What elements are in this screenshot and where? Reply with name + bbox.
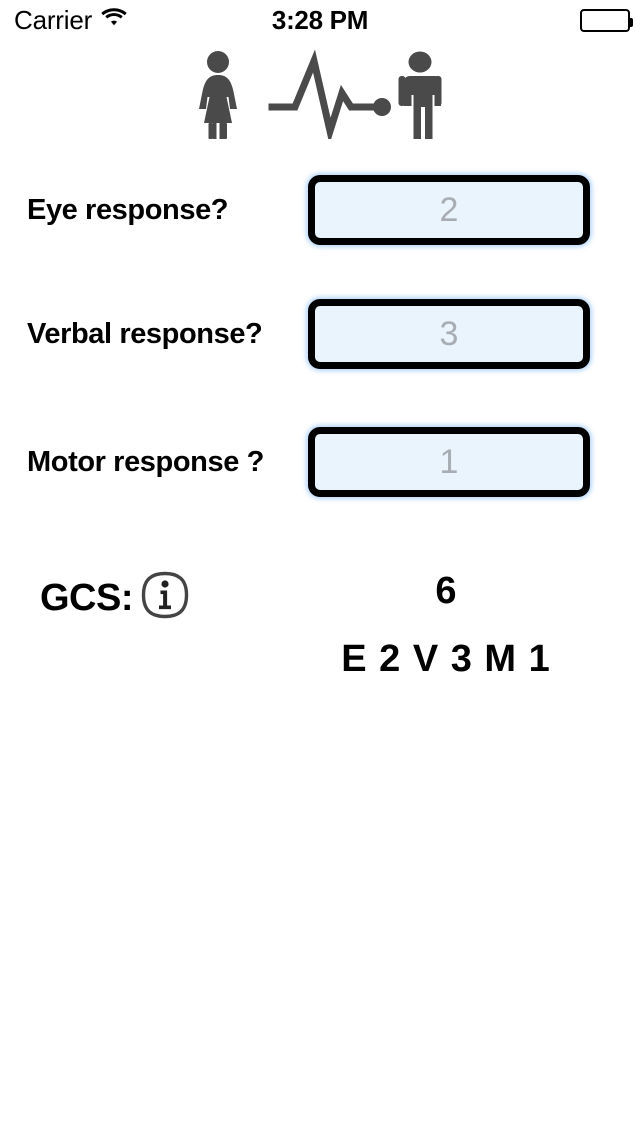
status-bar-right xyxy=(580,8,633,32)
motor-response-input[interactable]: 1 xyxy=(308,427,590,497)
eye-response-input[interactable]: 2 xyxy=(308,175,590,245)
gcs-label: GCS: xyxy=(40,576,134,619)
wifi-icon xyxy=(101,8,127,32)
motor-response-value: 1 xyxy=(439,443,459,481)
status-bar-left: Carrier xyxy=(14,7,127,33)
eye-response-label: Eye response? xyxy=(27,193,229,226)
status-bar: Carrier 3:28 PM xyxy=(0,0,640,40)
ecg-endpoint-dot xyxy=(373,98,391,116)
header-illustration xyxy=(0,46,640,142)
verbal-response-label: Verbal response? xyxy=(27,317,263,350)
form-row-motor-response: Motor response ? 1 xyxy=(0,426,640,498)
form-row-eye-response: Eye response? 2 xyxy=(0,174,640,246)
motor-response-label: Motor response ? xyxy=(27,445,264,478)
gcs-total-score: 6 xyxy=(435,570,457,612)
form-row-verbal-response: Verbal response? 3 xyxy=(0,298,640,370)
gcs-label-group: GCS: xyxy=(40,570,190,625)
ecg-heartbeat-icon xyxy=(268,49,382,139)
status-bar-time: 3:28 PM xyxy=(271,4,369,35)
gcs-breakdown: E 2 V 3 M 1 xyxy=(341,638,551,680)
eye-response-value: 2 xyxy=(439,191,459,229)
info-icon[interactable] xyxy=(140,570,190,625)
gcs-result-area: GCS: 6 E 2 V 3 M 1 xyxy=(0,560,640,710)
male-figure-icon xyxy=(398,51,442,139)
battery-nub xyxy=(630,17,633,27)
header-illustration-svg xyxy=(199,49,442,139)
carrier-label: Carrier xyxy=(14,5,93,35)
female-figure-icon xyxy=(199,51,237,139)
verbal-response-input[interactable]: 3 xyxy=(308,299,590,369)
battery-full-icon xyxy=(580,8,633,32)
verbal-response-value: 3 xyxy=(439,315,459,353)
